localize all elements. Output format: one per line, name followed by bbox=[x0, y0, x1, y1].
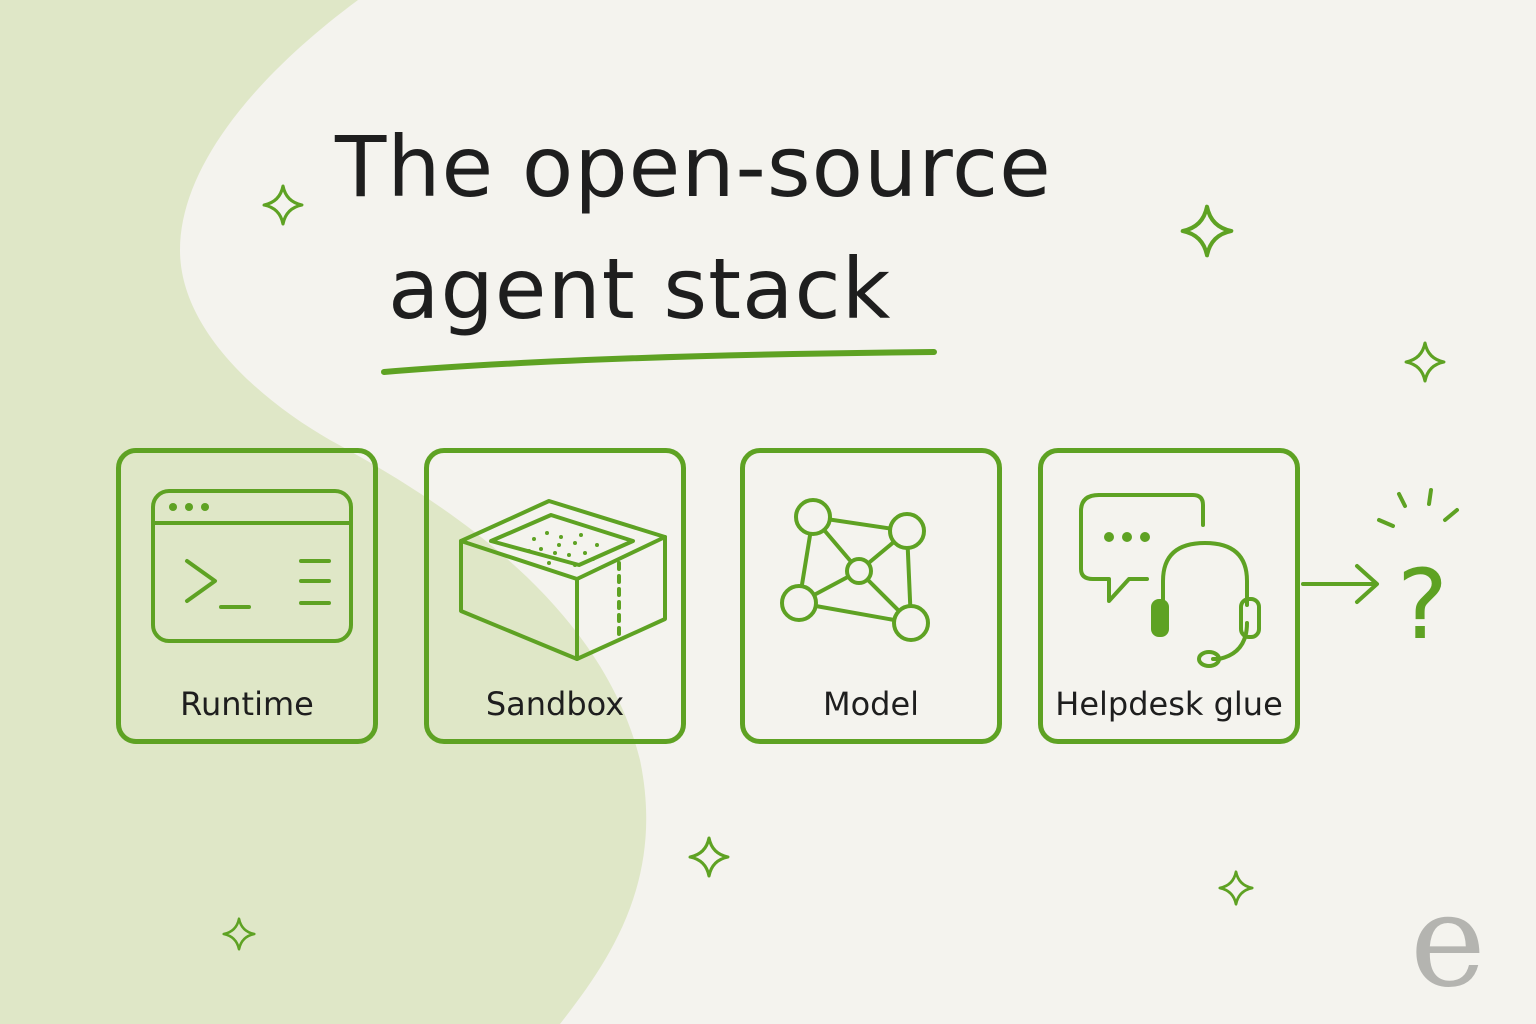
card-runtime: Runtime bbox=[116, 448, 378, 744]
card-model: Model bbox=[740, 448, 1002, 744]
card-label-sandbox: Sandbox bbox=[485, 685, 625, 723]
terminal-window-icon bbox=[151, 489, 353, 643]
sparkle-icon bbox=[262, 184, 304, 226]
sparkle-icon bbox=[688, 836, 730, 878]
card-sandbox: Sandbox bbox=[424, 448, 686, 744]
brand-logo: e bbox=[1410, 867, 1486, 1016]
next-step-group: ? bbox=[1301, 488, 1459, 650]
title-underline bbox=[381, 349, 937, 375]
card-label-runtime: Runtime bbox=[180, 685, 314, 723]
title-line-1: The open-source bbox=[335, 118, 1052, 216]
card-helpdesk-glue: Helpdesk glue bbox=[1038, 448, 1300, 744]
sparkle-icon bbox=[222, 917, 256, 951]
question-mark: ? bbox=[1397, 549, 1448, 650]
card-label-model: Model bbox=[822, 685, 920, 723]
sparkle-icon bbox=[1180, 204, 1234, 258]
card-label-helpdesk-glue: Helpdesk glue bbox=[1055, 685, 1283, 723]
sparkle-icon bbox=[1218, 870, 1254, 906]
headset-chat-icon bbox=[1079, 493, 1261, 668]
title-line-2: agent stack bbox=[388, 240, 892, 338]
sparkle-icon bbox=[1404, 341, 1446, 383]
sandbox-box-icon bbox=[459, 499, 667, 661]
network-graph-icon bbox=[780, 498, 930, 642]
